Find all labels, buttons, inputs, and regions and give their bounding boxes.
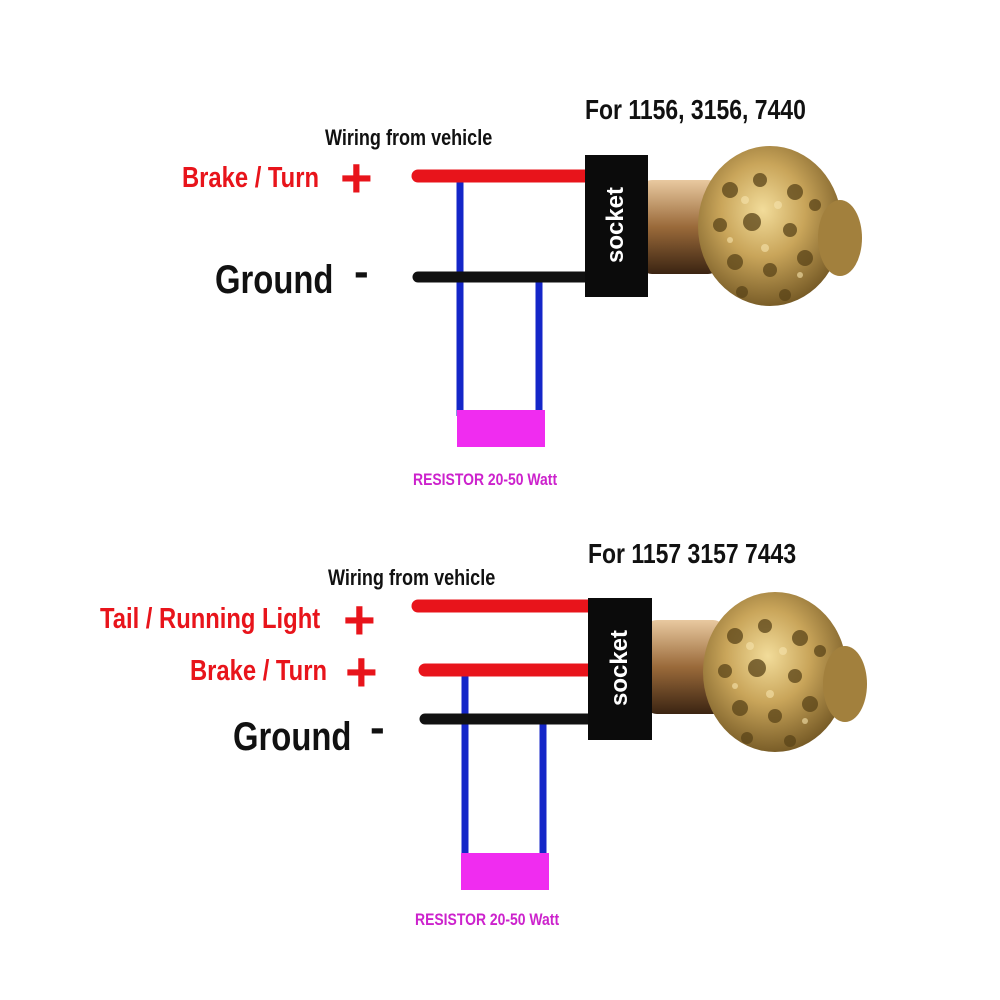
top-socket-label: socket — [602, 186, 629, 264]
top-socket — [585, 155, 648, 297]
bottom-socket-label: socket — [606, 629, 633, 707]
top-resistor — [457, 410, 545, 447]
bottom-brake-turn-label: Brake / Turn — [190, 655, 327, 687]
bottom-tail-plus-icon: + — [343, 588, 376, 651]
top-ground-label: Ground — [215, 258, 334, 302]
top-led-bulb-icon — [640, 146, 862, 306]
bottom-wiring-label: Wiring from vehicle — [328, 565, 496, 590]
top-plus-icon: + — [340, 146, 373, 209]
bottom-socket — [588, 598, 652, 740]
top-resistor-label: RESISTOR 20-50 Watt — [413, 470, 558, 489]
bottom-tail-running-label: Tail / Running Light — [100, 603, 321, 635]
bottom-brake-plus-icon: + — [345, 640, 378, 703]
top-title: For 1156, 3156, 7440 — [585, 94, 806, 125]
bottom-minus-icon: - — [370, 703, 385, 752]
diagram-bottom — [411, 592, 867, 890]
top-wiring-label: Wiring from vehicle — [325, 125, 493, 150]
diagram-top — [411, 146, 862, 447]
bottom-led-bulb-icon — [645, 592, 867, 752]
bottom-resistor — [461, 853, 549, 890]
bottom-title: For 1157 3157 7443 — [588, 538, 797, 569]
top-brake-turn-label: Brake / Turn — [182, 162, 319, 194]
bottom-resistor-label: RESISTOR 20-50 Watt — [415, 910, 560, 929]
top-minus-icon: - — [354, 247, 369, 296]
bottom-ground-label: Ground — [233, 715, 352, 759]
